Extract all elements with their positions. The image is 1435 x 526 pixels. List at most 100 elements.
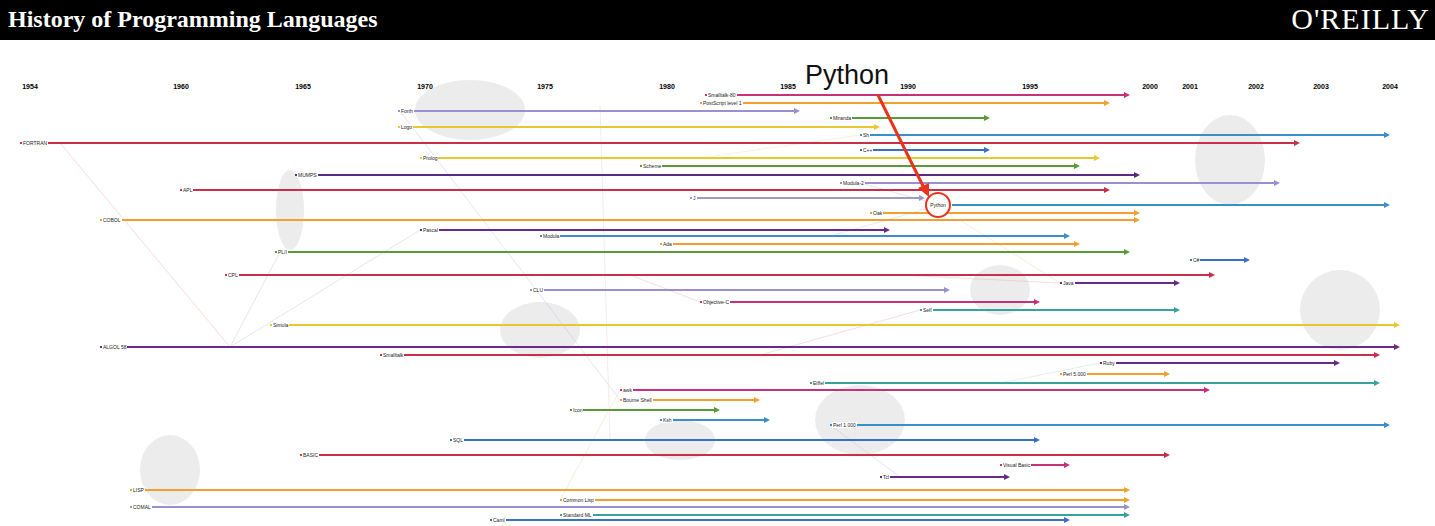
arrow-head <box>1074 241 1080 247</box>
language-line <box>300 454 1165 456</box>
language-lines <box>20 92 1400 523</box>
language-line <box>920 309 1175 311</box>
language-line <box>810 382 1375 384</box>
arrow-head <box>984 147 990 153</box>
influence-line <box>630 275 700 302</box>
language-line <box>398 126 875 128</box>
language-line <box>540 235 1065 237</box>
language-label: awk <box>622 387 633 393</box>
influence-line <box>600 105 610 440</box>
arrow-head <box>1204 387 1210 393</box>
language-label: Modula <box>542 233 560 239</box>
watermark-beast <box>500 302 580 358</box>
year-label: 2001 <box>1182 83 1198 90</box>
language-line <box>870 212 1135 214</box>
year-label: 2003 <box>1313 83 1329 90</box>
arrow-head <box>1174 307 1180 313</box>
language-line <box>180 189 1105 191</box>
language-label: Simula <box>272 322 289 328</box>
language-line <box>130 489 1125 491</box>
language-label: Java <box>1062 280 1075 286</box>
language-label: Miranda <box>832 115 852 121</box>
year-label: 2000 <box>1142 83 1158 90</box>
arrow-head <box>1384 422 1390 428</box>
year-label: 1975 <box>537 83 553 90</box>
language-label: C++ <box>862 147 873 153</box>
arrow-head <box>1384 202 1390 208</box>
language-label: Prolog <box>422 155 438 161</box>
arrow-head <box>1124 497 1130 503</box>
influence-lines <box>60 105 1100 500</box>
language-label: MUMPS <box>297 172 318 178</box>
language-label: Ada <box>662 241 673 247</box>
python-callout-arrow <box>878 95 929 197</box>
arrow-head <box>794 108 800 114</box>
language-line <box>640 165 1075 167</box>
language-label: LISP <box>132 487 145 493</box>
language-line <box>490 519 1065 521</box>
arrow-head <box>1074 163 1080 169</box>
watermark-seahorse <box>276 170 304 250</box>
highlight-circle: Python <box>925 192 951 218</box>
language-label: Forth <box>400 108 414 114</box>
callout-label: Python <box>805 60 889 91</box>
arrow-head <box>1064 517 1070 523</box>
year-label: 1990 <box>900 83 916 90</box>
language-label: Perl 5.000 <box>1062 371 1087 377</box>
language-line <box>380 354 1375 356</box>
year-label: 1985 <box>780 83 796 90</box>
arrow-head <box>884 227 890 233</box>
language-line <box>690 197 920 199</box>
language-label: Ksh <box>662 417 673 423</box>
language-label: Oak <box>872 210 883 216</box>
language-line <box>952 204 1385 206</box>
language-line <box>860 134 1385 136</box>
language-label: Caml <box>492 517 506 523</box>
arrow-head <box>984 115 990 121</box>
language-label: Standard ML <box>562 512 593 518</box>
arrow-head <box>1209 272 1215 278</box>
language-label: CPL <box>227 272 239 278</box>
language-line <box>830 424 1385 426</box>
language-line <box>700 102 1105 104</box>
year-label: 1965 <box>295 83 311 90</box>
arrow-head <box>754 397 760 403</box>
language-line <box>620 389 1205 391</box>
language-label: J <box>692 195 697 201</box>
year-label: 1954 <box>22 83 38 90</box>
language-label: Visual Basic <box>1002 462 1031 468</box>
year-label: 1970 <box>417 83 433 90</box>
language-line <box>1100 362 1335 364</box>
arrow-head <box>1294 140 1300 146</box>
language-label: Eiffel <box>812 380 825 386</box>
arrow-head <box>1384 132 1390 138</box>
language-line <box>570 409 715 411</box>
language-line <box>275 251 1125 253</box>
language-label: PL/I <box>277 249 288 255</box>
arrow-head <box>1104 100 1110 106</box>
arrow-head <box>1034 299 1040 305</box>
year-label: 1960 <box>173 83 189 90</box>
language-label: Sh <box>862 132 870 138</box>
language-label: C# <box>1192 257 1200 263</box>
arrow-head <box>1164 371 1170 377</box>
language-label: ALGOL 58 <box>102 344 127 350</box>
page-title: History of Programming Languages <box>8 6 378 33</box>
arrow-head <box>1124 249 1130 255</box>
language-label: Ruby <box>1102 360 1116 366</box>
callout-arrow <box>878 95 924 188</box>
language-line <box>420 229 885 231</box>
language-line <box>560 499 1125 501</box>
arrow-head <box>1064 462 1070 468</box>
arrow-head <box>1034 437 1040 443</box>
language-label: CLU <box>532 287 544 293</box>
language-line <box>100 346 1395 348</box>
arrow-head <box>1134 217 1140 223</box>
language-label: Scheme <box>642 163 662 169</box>
arrow-head <box>1244 257 1250 263</box>
language-line <box>880 476 1005 478</box>
arrow-head <box>1124 504 1130 510</box>
watermark-monkey <box>1195 115 1265 205</box>
language-line <box>225 274 1210 276</box>
